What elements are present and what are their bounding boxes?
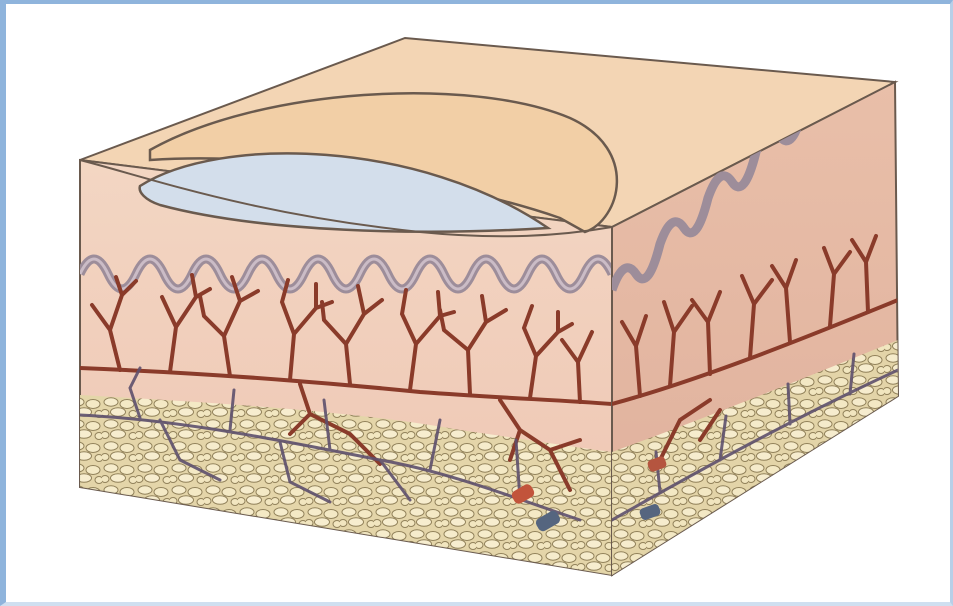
skin-blister-diagram [0, 0, 953, 606]
